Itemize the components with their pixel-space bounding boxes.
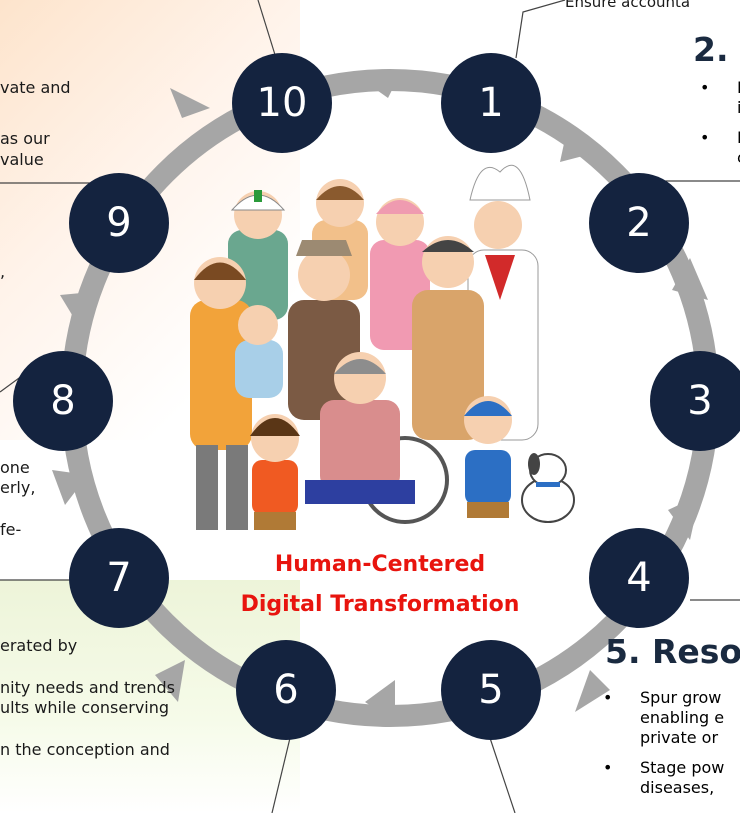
left-text-fragment: nity needs and trends xyxy=(0,678,175,697)
cycle-node-10[interactable]: 10 xyxy=(232,53,332,153)
center-caption-line-2: Digital Transformation xyxy=(240,592,520,617)
father-figure xyxy=(412,236,484,440)
top-text-fragment: Ensure accounta xyxy=(565,0,691,11)
chef-figure xyxy=(467,164,539,441)
arrow-6-7 xyxy=(155,660,185,702)
cycle-node-9[interactable]: 9 xyxy=(69,173,169,273)
arrow-7-8 xyxy=(52,470,88,505)
worker-figure xyxy=(228,190,288,320)
connector-line-5 xyxy=(489,737,516,813)
arrow-4-5 xyxy=(575,670,610,712)
bullet-line: private or xyxy=(640,728,719,747)
cycle-node-1[interactable]: 1 xyxy=(441,53,541,153)
left-text-fragment: one xyxy=(0,458,30,477)
cycle-node-4[interactable]: 4 xyxy=(589,528,689,628)
mother-figure xyxy=(190,257,252,530)
bullet-dot: • xyxy=(603,758,613,777)
left-text-fragment: vate and xyxy=(0,78,71,97)
connector-line-6 xyxy=(271,737,291,813)
ring-arrows xyxy=(52,74,708,722)
wheelchair-figure xyxy=(305,352,449,524)
center-caption-line-1: Human-Centered xyxy=(274,552,486,577)
bullet-dot: • xyxy=(700,128,710,147)
bullet-line: Spur grow xyxy=(640,688,722,707)
bullet-line: i xyxy=(737,98,740,117)
bullet-dot: • xyxy=(700,78,710,97)
bullet-line: F xyxy=(737,78,740,98)
cycle-node-7[interactable]: 7 xyxy=(69,528,169,628)
arrow-3-4 xyxy=(668,495,700,540)
left-text-fragment: as our xyxy=(0,129,50,148)
baby-figure xyxy=(235,305,283,398)
arrow-2-3 xyxy=(672,258,708,300)
cycle-node-6[interactable]: 6 xyxy=(236,640,336,740)
connector-line-1 xyxy=(515,0,566,59)
left-text-fragment: ults while conserving xyxy=(0,698,170,717)
bullet-line: enabling e xyxy=(640,708,725,727)
bullet-line: Stage pow xyxy=(640,758,725,777)
left-text-fragment: erated by xyxy=(0,636,78,655)
bullet-line: diseases, xyxy=(640,778,715,797)
arrow-9-10 xyxy=(170,88,210,118)
bullet-line: c xyxy=(737,148,740,168)
bullet-line: E xyxy=(737,128,740,148)
cycle-node-5[interactable]: 5 xyxy=(441,640,541,740)
section-5-heading: 5. Reso xyxy=(605,632,740,671)
cycle-node-2[interactable]: 2 xyxy=(589,173,689,273)
left-text-fragment: value xyxy=(0,150,44,169)
bullet-dot: • xyxy=(603,688,613,707)
boy-figure xyxy=(464,396,512,518)
arrow-10-1 xyxy=(360,74,400,98)
cycle-node-3[interactable]: 3 xyxy=(650,351,740,451)
arrow-5-6 xyxy=(365,680,395,722)
arrow-8-9 xyxy=(60,292,92,328)
dog-figure xyxy=(521,453,575,523)
arrow-1-2 xyxy=(560,125,606,162)
connector-line-10 xyxy=(257,0,277,59)
girl-figure xyxy=(250,414,300,530)
left-text-fragment: fe- xyxy=(0,520,22,539)
cycle-node-8[interactable]: 8 xyxy=(13,351,113,451)
section-2-heading: 2. xyxy=(693,30,729,69)
left-text-fragment: , xyxy=(0,262,6,281)
left-text-fragment: n the conception and xyxy=(0,740,170,759)
left-text-fragment: erly, xyxy=(0,478,36,497)
family-illustration-group xyxy=(190,164,575,530)
